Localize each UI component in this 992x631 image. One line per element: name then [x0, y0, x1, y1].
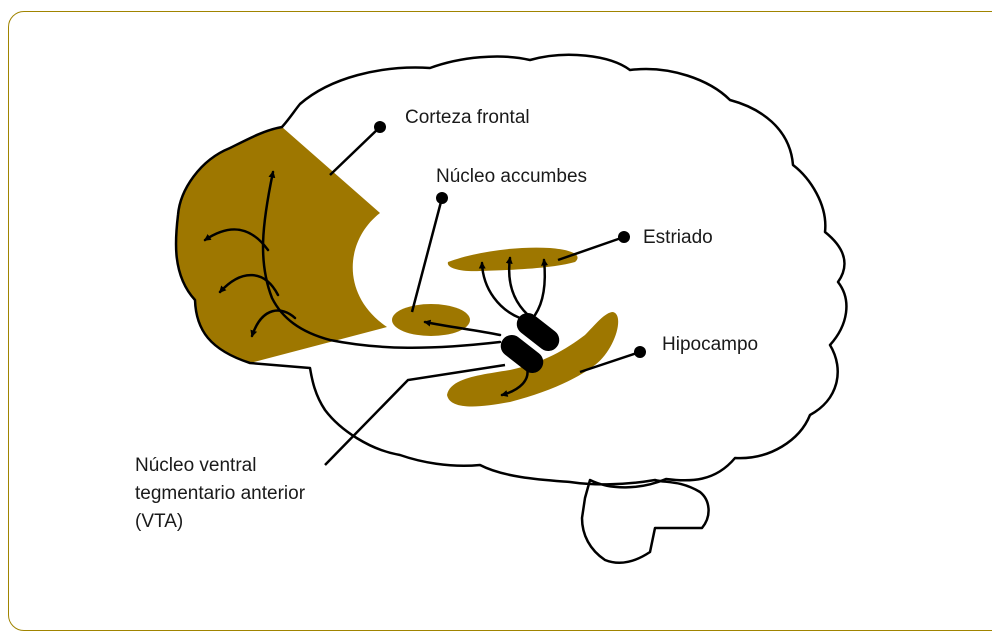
label-nucleus-accumbens: Núcleo accumbes [436, 165, 587, 189]
label-vta: Núcleo ventral tegmentario anterior (VTA… [135, 452, 305, 536]
hippocampus-pointer-dot [634, 346, 646, 358]
nucleus-accumbens-region [392, 304, 470, 336]
frontal-cortex-pointer-dot [374, 121, 386, 133]
pathway-striatum-arrow-1 [482, 263, 520, 318]
label-vta-line1: Núcleo ventral [135, 452, 305, 480]
nucleus-accumbens-pointer-dot [436, 192, 448, 204]
label-striatum: Estriado [643, 226, 713, 250]
label-vta-line2: tegmentario anterior [135, 480, 305, 508]
striatum-pointer-dot [618, 231, 630, 243]
label-vta-line3: (VTA) [135, 508, 305, 536]
pathway-striatum-arrow-3 [535, 260, 545, 315]
label-frontal-cortex: Corteza frontal [405, 106, 530, 130]
label-hippocampus: Hipocampo [662, 333, 758, 357]
